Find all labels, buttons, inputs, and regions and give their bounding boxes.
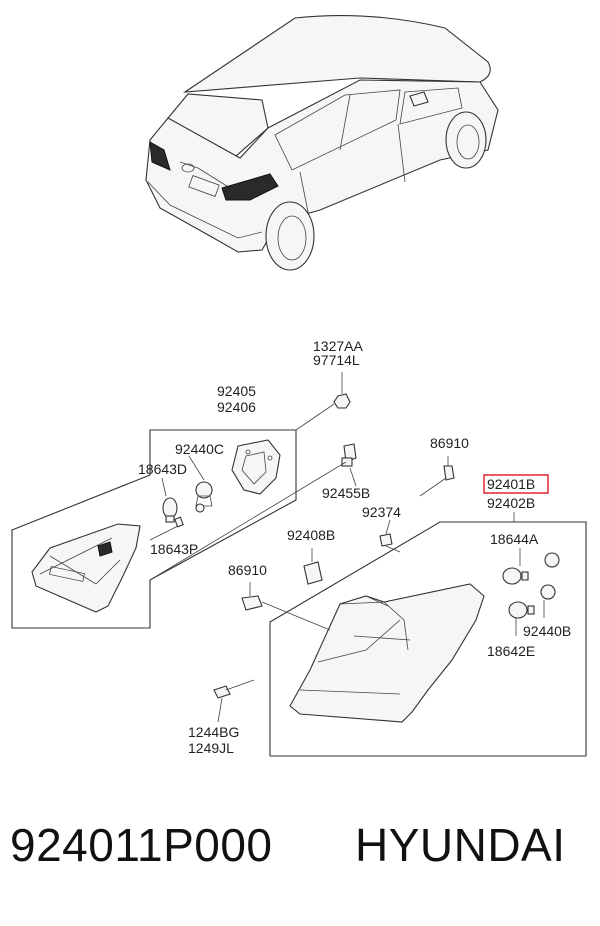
label-1244bg: 1244BG — [188, 724, 239, 740]
label-92455b: 92455B — [322, 485, 370, 501]
label-92440b: 92440B — [523, 623, 571, 639]
highlight-box — [483, 474, 549, 494]
label-18642e: 18642E — [487, 643, 535, 659]
part-number: 924011P000 — [10, 819, 273, 871]
label-1327aa: 1327AA — [313, 338, 363, 354]
label-18643p: 18643P — [150, 541, 198, 557]
right-lamp-group — [213, 512, 587, 757]
label-92401b: 92401B — [487, 476, 535, 492]
label-18643d: 18643D — [138, 461, 187, 477]
label-18644a: 18644A — [490, 531, 539, 547]
left-lamp-group — [11, 429, 297, 629]
label-92406: 92406 — [217, 399, 256, 415]
label-92440c: 92440C — [175, 441, 224, 457]
brand-name: HYUNDAI — [355, 819, 566, 871]
parts-diagram: 1327AA 97714L 92405 92406 92440C 18643D … — [11, 14, 587, 757]
label-86910-top: 86910 — [430, 435, 469, 451]
label-1249jl: 1249JL — [188, 740, 234, 756]
label-86910-mid: 86910 — [228, 562, 267, 578]
label-92402b: 92402B — [487, 495, 535, 511]
label-92405: 92405 — [217, 383, 256, 399]
car-illustration — [145, 14, 499, 271]
caption: 924011P000 HYUNDAI — [0, 818, 600, 898]
label-92408b: 92408B — [287, 527, 335, 543]
label-92374: 92374 — [362, 504, 401, 520]
label-97714l: 97714L — [313, 352, 360, 368]
fasteners-top — [149, 372, 455, 581]
